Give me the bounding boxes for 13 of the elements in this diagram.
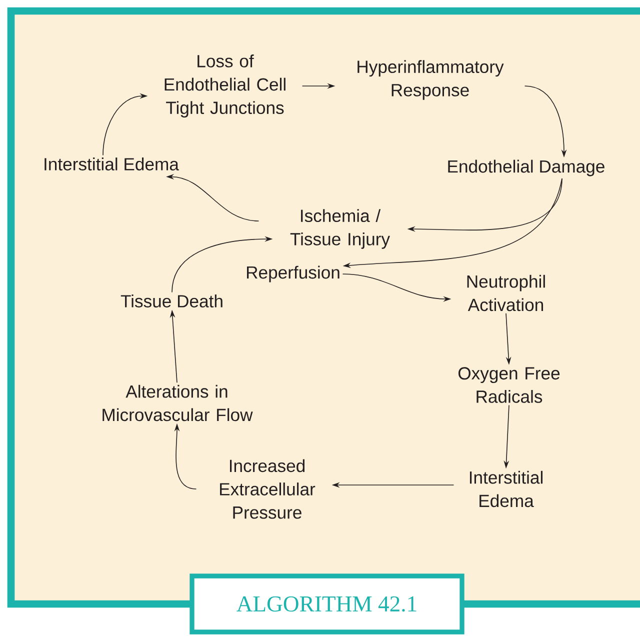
step-label: Tissue Death [120,294,222,308]
title-box: ALGORITHM 42.1 [190,574,464,634]
step-label: Interstitial Edema [470,470,542,508]
step-label: Increased Extracellular Pressure [220,459,316,519]
step-label: Oxygen Free Radicals [458,367,560,403]
step-label: Loss of Endothelial Cell Tight Junctions [164,54,286,118]
step-label: Interstitial Edema [44,158,179,170]
step-label: Neutrophil Activation [467,274,545,312]
step-label: Hyperinflammatory Response [358,60,504,100]
step-label: Ischemia / Tissue Injury [290,209,390,249]
step-label: Endothelial Damage [448,160,604,176]
step-label: Reperfusion [247,266,340,282]
step-label: Alterations in Microvascular Flow [102,384,253,422]
